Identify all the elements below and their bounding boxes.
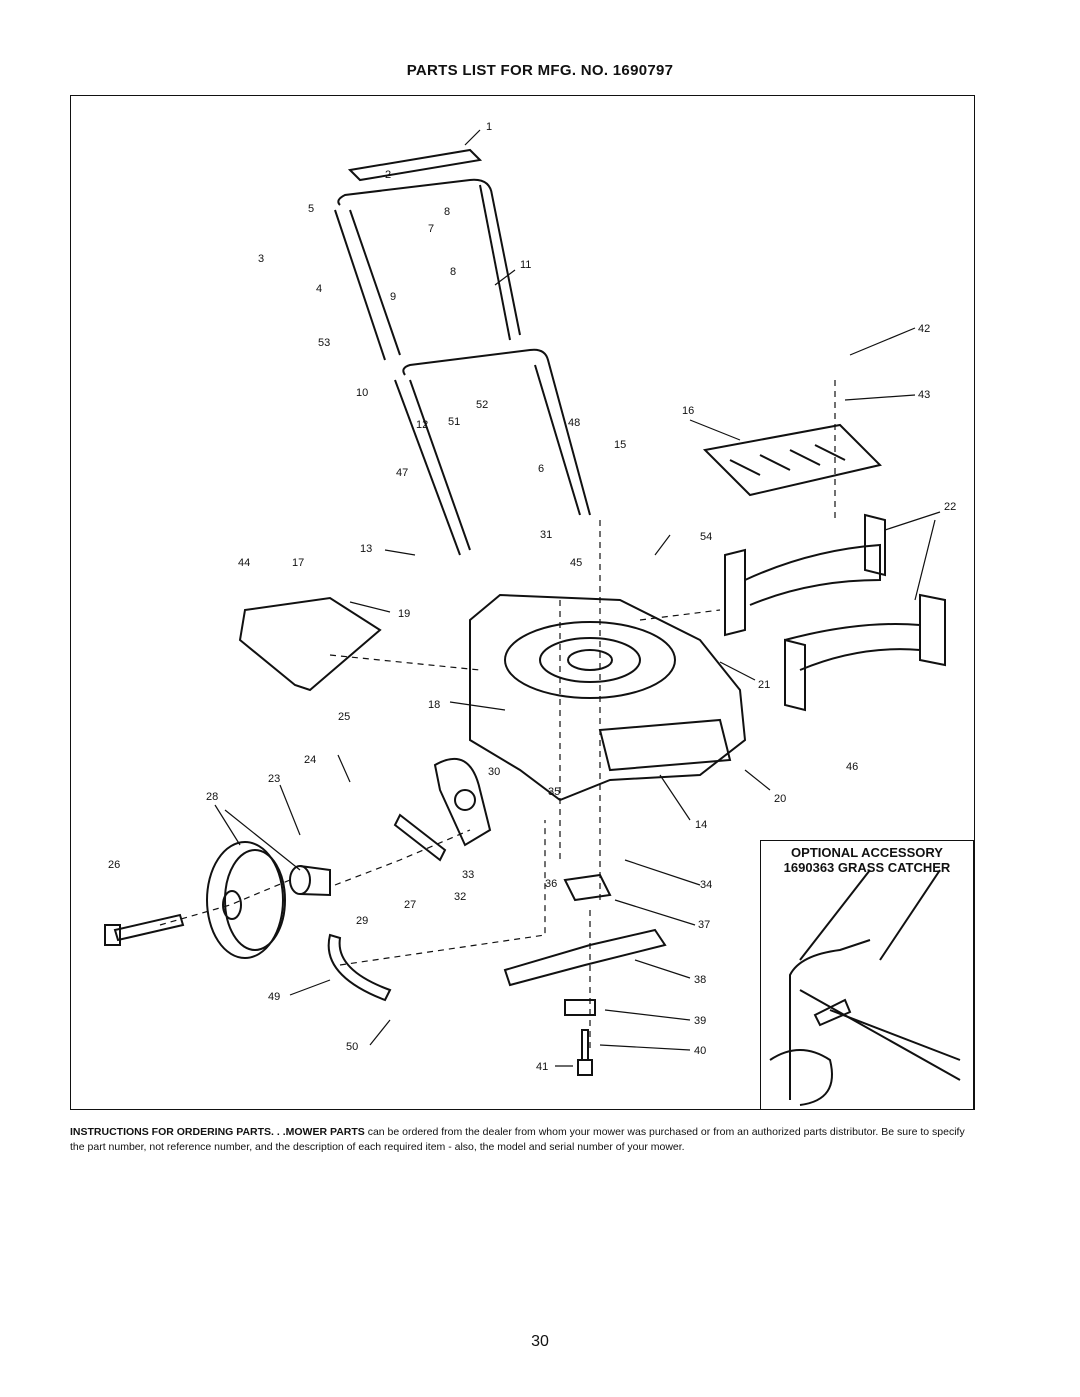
upper-handle <box>347 148 483 182</box>
callout: 23 <box>268 773 280 785</box>
callout: 7 <box>428 223 434 235</box>
callout: 4 <box>316 283 322 295</box>
deflector-rod <box>327 933 392 1002</box>
callout: 25 <box>338 711 350 723</box>
callout: 22 <box>944 501 956 513</box>
callout: 10 <box>356 387 368 399</box>
callout: 33 <box>462 869 474 881</box>
callout: 44 <box>238 557 250 569</box>
callout: 48 <box>568 417 580 429</box>
callout: 34 <box>700 879 712 891</box>
page-number: 30 <box>531 1333 549 1350</box>
instructions-lead: INSTRUCTIONS FOR ORDERING PARTS. . .MOWE… <box>70 1126 365 1138</box>
mower-blade <box>503 928 667 987</box>
callout: 38 <box>694 974 706 986</box>
callout: 11 <box>520 259 531 271</box>
instructions-body: can be ordered from the dealer from whom… <box>70 1126 965 1153</box>
accessory-heading: OPTIONAL ACCESSORY <box>791 845 943 860</box>
callout: 1 <box>486 121 492 133</box>
callout: 28 <box>206 791 218 803</box>
callout: 53 <box>318 337 330 349</box>
callout: 40 <box>694 1045 706 1057</box>
callout: 2 <box>385 169 391 181</box>
wheel <box>206 841 284 959</box>
ordering-instructions: INSTRUCTIONS FOR ORDERING PARTS. . .MOWE… <box>70 1125 980 1155</box>
callout: 49 <box>268 991 280 1003</box>
callout: 26 <box>108 859 120 871</box>
rear-bracket-upper <box>724 548 746 637</box>
callout: 6 <box>538 463 544 475</box>
callout: 9 <box>390 291 396 303</box>
callout: 50 <box>346 1041 358 1053</box>
optional-accessory-box: OPTIONAL ACCESSORY 1690363 GRASS CATCHER <box>760 840 974 1110</box>
callout: 19 <box>398 608 410 620</box>
callout: 5 <box>308 203 314 215</box>
lower-handle <box>402 348 591 516</box>
callout: 8 <box>444 206 450 218</box>
callout: 47 <box>396 467 408 479</box>
callout: 36 <box>545 878 557 890</box>
callout: 24 <box>304 754 316 766</box>
axle-bolt <box>113 913 185 942</box>
callout: 29 <box>356 915 368 927</box>
callout: 12 <box>416 419 428 431</box>
side-deflector <box>238 596 382 692</box>
callout: 3 <box>258 253 264 265</box>
callout: 37 <box>698 919 710 931</box>
callout: 15 <box>614 439 626 451</box>
callout: 42 <box>918 323 930 335</box>
callout: 39 <box>694 1015 706 1027</box>
callout: 21 <box>758 679 770 691</box>
grass-catcher-illustration <box>769 869 961 1106</box>
callout: 8 <box>450 266 456 278</box>
callout: 14 <box>695 819 707 831</box>
callout: 16 <box>682 405 694 417</box>
callout: 35 <box>548 786 560 798</box>
callout: 31 <box>540 529 552 541</box>
callout: 17 <box>292 557 304 569</box>
callout: 30 <box>488 766 500 778</box>
callout: 20 <box>774 793 786 805</box>
callout: 41 <box>536 1061 548 1073</box>
callout: 27 <box>404 899 416 911</box>
callout: 46 <box>846 761 858 773</box>
diagram-frame <box>70 95 975 1110</box>
blade-housing <box>504 621 676 699</box>
callout: 51 <box>448 416 460 428</box>
callout: 45 <box>570 557 582 569</box>
callout: 18 <box>428 699 440 711</box>
rear-door <box>702 423 882 497</box>
callout: 52 <box>476 399 488 411</box>
callout: 43 <box>918 389 930 401</box>
page-title: PARTS LIST FOR MFG. NO. 1690797 <box>406 62 674 79</box>
callout: 13 <box>360 543 372 555</box>
callout: 32 <box>454 891 466 903</box>
height-adjuster <box>433 757 492 847</box>
callout: 54 <box>700 531 712 543</box>
accessory-part: 1690363 GRASS CATCHER <box>783 860 951 875</box>
